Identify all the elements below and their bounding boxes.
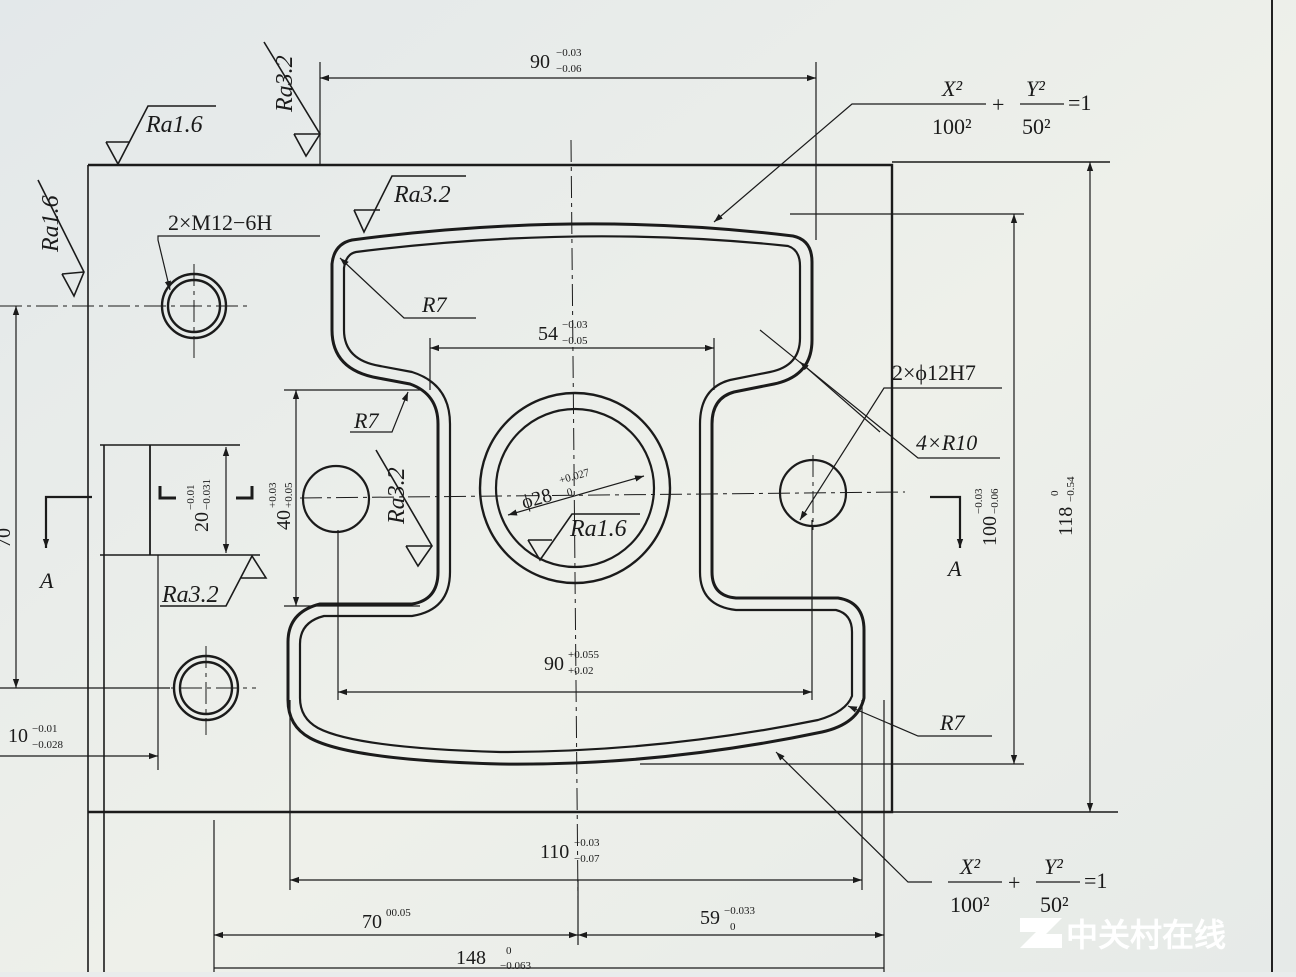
- ellipse-bottom-y-den: 50²: [1040, 892, 1069, 917]
- cavity-inner-contour: [298, 235, 854, 754]
- ra-label-top32: Ra3.2: [272, 55, 298, 113]
- ra-label-inner: Ra3.2: [393, 182, 451, 208]
- ellipse-top-plus: +: [992, 92, 1004, 117]
- watermark: 中关村在线: [1020, 916, 1226, 954]
- section-label-right: A: [946, 556, 962, 581]
- dim-90-top-nominal: 90: [530, 51, 550, 73]
- ra-symbol-lower32: [160, 554, 268, 607]
- ra-symbol-left-base: [61, 271, 85, 275]
- dim-20-lower: −0.031: [201, 479, 213, 510]
- fillet-r10-callout: 4×R10: [916, 430, 977, 455]
- dim-70-left: 70: [0, 528, 15, 548]
- ra-label-bore: Ra1.6: [569, 516, 627, 542]
- dim-bore-lower: 0: [566, 486, 575, 499]
- ra-symbol-inner32: [353, 175, 466, 234]
- dim-90-mid-upper: +0.055: [568, 649, 599, 661]
- ellipse-bottom-y-num: Y²: [1044, 854, 1063, 879]
- dim-90-mid-nominal: 90: [544, 653, 564, 675]
- leader-bore-diameter: [507, 475, 645, 516]
- dim-110-lower: −0.07: [574, 853, 600, 865]
- dim-54-upper: −0.03: [562, 319, 588, 331]
- dim-118-lower: −0.54: [1065, 476, 1077, 502]
- dim-40-upper: +0.03: [267, 482, 279, 508]
- dim-100-lower: −0.06: [989, 488, 1001, 514]
- ra-symbol-top32: [263, 41, 321, 158]
- dim-100-nominal: 100: [979, 516, 1001, 546]
- dim-148-upper: 0: [506, 945, 512, 957]
- cavity-outer-contour: [286, 222, 866, 766]
- dim-59-upper: −0.033: [724, 905, 755, 917]
- dim-20-nominal: 20: [191, 512, 213, 532]
- ra-label-top: Ra1.6: [145, 112, 203, 138]
- dim-90-top-lower: −0.06: [556, 63, 582, 75]
- ra-symbol-left: [37, 179, 85, 298]
- dim-59-nominal: 59: [700, 907, 720, 929]
- leader-ellipse-bottom: [775, 751, 932, 883]
- dim-70-nominal: 70: [362, 911, 382, 933]
- dim-118-upper: 0: [1049, 490, 1061, 496]
- pin-hole-callout: 2×ϕ12H7: [892, 360, 976, 385]
- ellipse-bottom-plus: +: [1008, 870, 1020, 895]
- dim-10-upper: −0.01: [32, 723, 57, 735]
- dim-148-lower: −0.063: [500, 960, 531, 972]
- leader-4xr10-arrow: [799, 361, 881, 433]
- pin-hole-left: [301, 464, 371, 534]
- dim-59-lower: 0: [730, 921, 736, 933]
- leader-ellipse-top: [713, 103, 932, 223]
- ra-symbol-vertical32: [375, 449, 433, 568]
- leader-r7-upper: [339, 257, 476, 319]
- section-label-left: A: [38, 568, 54, 593]
- dim-90-top-upper: −0.03: [556, 47, 582, 59]
- dim-110-upper: −0.03: [574, 837, 600, 849]
- ra-label-lower: Ra3.2: [161, 582, 219, 608]
- ra-label-left: Ra1.6: [38, 195, 64, 253]
- section-marker-right: [930, 495, 964, 548]
- leader-r7-lower: [847, 705, 992, 737]
- ra-label-vertical32: Ra3.2: [384, 467, 410, 525]
- bore-hole: [494, 407, 656, 569]
- dim-90-mid-lower: +0.02: [568, 665, 593, 677]
- dim-10-nominal: 10: [8, 725, 28, 747]
- centerline-vertical: [570, 139, 579, 901]
- plate-outline: [88, 163, 894, 814]
- fillet-r7-lower: R7: [939, 710, 965, 735]
- dim-100-upper: −0.03: [973, 488, 985, 514]
- dim-20-upper: −0.01: [185, 485, 197, 510]
- dim-110-nominal: 110: [540, 841, 569, 863]
- dim-40-lower: +0.05: [283, 482, 295, 508]
- ellipse-bottom-x-num: X²: [959, 854, 980, 879]
- leader-2xphi12: [799, 387, 1002, 521]
- ellipse-top-x-num: X²: [941, 76, 962, 101]
- dim-40-nominal: 40: [273, 510, 295, 530]
- watermark-logo-icon: [1020, 918, 1062, 948]
- fillet-r7-mid: R7: [353, 408, 379, 433]
- ellipse-bottom-x-den: 100²: [950, 892, 990, 917]
- ellipse-bottom-eq: =1: [1084, 868, 1107, 893]
- watermark-text: 中关村在线: [1066, 916, 1226, 954]
- ellipse-top-y-num: Y²: [1026, 76, 1045, 101]
- leader-thread: [157, 235, 320, 291]
- dim-54-nominal: 54: [538, 323, 558, 345]
- section-marker-left: [42, 495, 92, 548]
- dim-70-upper: 00.05: [386, 907, 411, 919]
- dim-148-nominal: 148: [456, 947, 486, 969]
- ellipse-top-x-den: 100²: [932, 114, 972, 139]
- ra-symbol-top: [105, 105, 216, 166]
- dim-118-nominal: 118: [1055, 507, 1077, 536]
- ra-symbol-bore: [527, 513, 640, 562]
- section-tick-right: [236, 486, 254, 500]
- dim-54-lower: −0.05: [562, 335, 588, 347]
- ellipse-top-eq: =1: [1068, 90, 1091, 115]
- section-tick-left: [158, 486, 176, 500]
- fillet-r7-upper: R7: [421, 292, 447, 317]
- ellipse-top-y-den: 50²: [1022, 114, 1051, 139]
- dim-10-lower: −0.028: [32, 739, 63, 751]
- leader-r7-mid: [350, 391, 409, 433]
- thread-callout: 2×M12−6H: [168, 210, 272, 235]
